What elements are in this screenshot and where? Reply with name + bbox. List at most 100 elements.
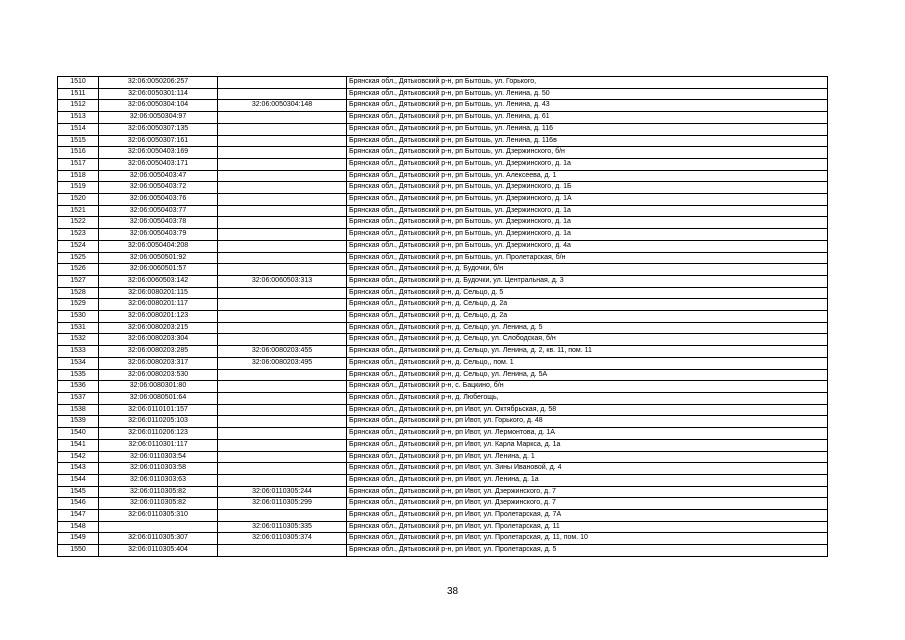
address-cell: Брянская обл., Дятьковский р-н, д. Сельц… [346, 321, 828, 335]
row-number-cell: 1518 [57, 169, 99, 183]
linked-cadastral-number-cell [217, 403, 347, 417]
row-number-cell: 1548 [57, 520, 99, 534]
address-cell: Брянская обл., Дятьковский р-н, рп Ивот,… [346, 450, 828, 464]
address-cell: Брянская обл., Дятьковский р-н, рп Бытош… [346, 216, 828, 230]
address-cell: Брянская обл., Дятьковский р-н, д. Будоч… [346, 274, 828, 288]
linked-cadastral-number-cell [217, 310, 347, 323]
address-cell: Брянская обл., Дятьковский р-н, рп Бытош… [346, 146, 828, 159]
linked-cadastral-number-cell [217, 134, 347, 148]
cadastral-number-cell: 32:06:0060503:142 [98, 274, 218, 288]
address-cell: Брянская обл., Дятьковский р-н, д. Сельц… [346, 368, 828, 382]
linked-cadastral-number-cell [217, 111, 347, 124]
linked-cadastral-number-cell [217, 251, 347, 265]
address-cell: Брянская обл., Дятьковский р-н, рп Ивот,… [346, 403, 828, 417]
address-cell: Брянская обл., Дятьковский р-н, рп Ивот,… [346, 497, 828, 511]
address-cell: Брянская обл., Дятьковский р-н, рп Бытош… [346, 251, 828, 265]
address-cell: Брянская обл., Дятьковский р-н, д. Сельц… [346, 333, 828, 347]
address-cell: Брянская обл., Дятьковский р-н, с. Бацки… [346, 380, 828, 393]
linked-cadastral-number-cell [217, 462, 347, 475]
cadastral-number-cell: 32:06:0080201:123 [98, 310, 218, 323]
cadastral-number-cell: 32:06:0080203:317 [98, 356, 218, 370]
cadastral-number-cell: 32:06:0080201:117 [98, 298, 218, 312]
address-cell: Брянская обл., Дятьковский р-н, рп Бытош… [346, 228, 828, 241]
cadastral-number-cell: 32:06:0050501:92 [98, 251, 218, 265]
row-number-cell: 1520 [57, 193, 99, 206]
cadastral-number-cell: 32:06:0080203:304 [98, 333, 218, 347]
address-cell: Брянская обл., Дятьковский р-н, рп Ивот,… [346, 485, 828, 499]
linked-cadastral-number-cell [217, 427, 347, 440]
row-number-cell: 1540 [57, 427, 99, 440]
cadastral-number-cell: 32:06:0080501:64 [98, 391, 218, 405]
cadastral-number-cell: 32:06:0110303:58 [98, 462, 218, 475]
row-number-cell: 1512 [57, 99, 99, 113]
row-number-cell: 1521 [57, 204, 99, 218]
cadastral-number-cell: 32:06:0080203:285 [98, 345, 218, 358]
row-number-cell: 1515 [57, 134, 99, 148]
page-number: 38 [446, 586, 459, 597]
linked-cadastral-number-cell [217, 473, 347, 487]
cadastral-number-cell: 32:06:0050403:79 [98, 228, 218, 241]
cadastral-number-cell: 32:06:0060501:57 [98, 263, 218, 276]
linked-cadastral-number-cell [217, 438, 347, 452]
linked-cadastral-number-cell: 32:06:0110305:374 [217, 532, 347, 546]
row-number-cell: 1517 [57, 157, 99, 171]
row-number-cell: 1541 [57, 438, 99, 452]
linked-cadastral-number-cell [217, 169, 347, 183]
cadastral-number-cell: 32:06:0050404:208 [98, 239, 218, 253]
address-cell: Брянская обл., Дятьковский р-н, рп Бытош… [346, 157, 828, 171]
address-cell: Брянская обл., Дятьковский р-н, рп Бытош… [346, 99, 828, 113]
address-cell: Брянская обл., Дятьковский р-н, рп Ивот,… [346, 462, 828, 475]
address-cell: Брянская обл., Дятьковский р-н, рп Бытош… [346, 204, 828, 218]
linked-cadastral-number-cell: 32:06:0110305:244 [217, 485, 347, 499]
row-number-cell: 1534 [57, 356, 99, 370]
linked-cadastral-number-cell [217, 450, 347, 464]
row-number-cell: 1522 [57, 216, 99, 230]
address-cell: Брянская обл., Дятьковский р-н, рп Ивот,… [346, 520, 828, 534]
address-cell: Брянская обл., Дятьковский р-н, рп Ивот,… [346, 415, 828, 429]
address-cell: Брянская обл., Дятьковский р-н, рп Бытош… [346, 122, 828, 136]
row-number-cell: 1535 [57, 368, 99, 382]
linked-cadastral-number-cell [217, 122, 347, 136]
row-number-cell: 1525 [57, 251, 99, 265]
linked-cadastral-number-cell [217, 263, 347, 276]
cadastral-number-cell: 32:06:0080203:530 [98, 368, 218, 382]
linked-cadastral-number-cell [217, 216, 347, 230]
address-cell: Брянская обл., Дятьковский р-н, рп Ивот,… [346, 438, 828, 452]
row-number-cell: 1544 [57, 473, 99, 487]
row-number-cell: 1536 [57, 380, 99, 393]
cadastral-number-cell: 32:06:0050307:161 [98, 134, 218, 148]
linked-cadastral-number-cell [217, 298, 347, 312]
row-number-cell: 1510 [57, 76, 99, 89]
linked-cadastral-number-cell [217, 368, 347, 382]
linked-cadastral-number-cell [217, 181, 347, 195]
linked-cadastral-number-cell [217, 193, 347, 206]
address-cell: Брянская обл., Дятьковский р-н, рп Ивот,… [346, 427, 828, 440]
linked-cadastral-number-cell [217, 321, 347, 335]
linked-cadastral-number-cell [217, 415, 347, 429]
row-number-cell: 1539 [57, 415, 99, 429]
address-cell: Брянская обл., Дятьковский р-н, д. Сельц… [346, 356, 828, 370]
cadastral-number-cell: 32:06:0110305:82 [98, 497, 218, 511]
